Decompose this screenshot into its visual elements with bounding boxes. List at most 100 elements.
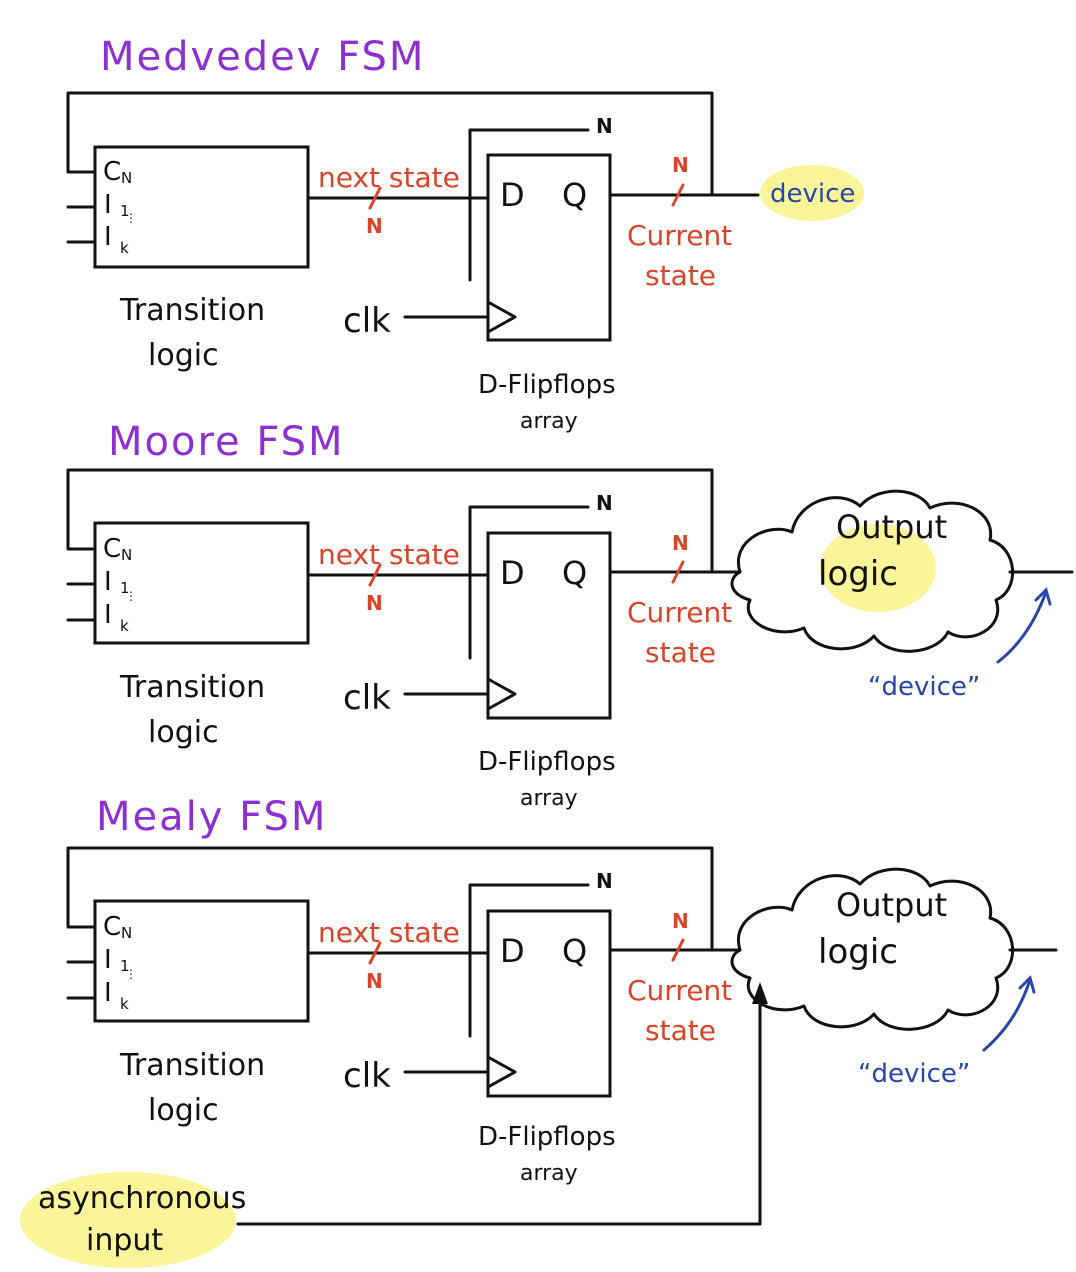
current-state-label-2: state: [645, 636, 716, 669]
transition-logic-label-1: Transition: [119, 1048, 265, 1083]
ff-d-label: D: [500, 176, 525, 214]
async-input-wire: [236, 986, 762, 1226]
ff-label-1: D-Flipflops: [478, 370, 616, 400]
input-c-label: C: [103, 912, 121, 942]
clk-label: clk: [343, 1056, 391, 1096]
bus-slash: [368, 186, 382, 210]
input-i1-label: I: [104, 190, 112, 220]
feedback-wire: [66, 468, 714, 574]
output-logic-highlight: [820, 524, 936, 612]
clock-triangle: [486, 1055, 517, 1089]
device-arrowhead: [1034, 587, 1052, 606]
input-ik-subscript: k: [120, 239, 129, 257]
n-control-wire: [468, 505, 590, 660]
transition-logic-label-2: logic: [148, 338, 219, 373]
current-state-label-1: Current: [627, 219, 732, 252]
medvedev-section: Medvedev FSM C N I 1 I k ⋮ Transition lo…: [66, 34, 864, 434]
input-i1-label: I: [104, 567, 112, 597]
device-arrow: [996, 590, 1048, 664]
output-logic-label-1: Output: [836, 886, 947, 924]
n-control-wire: [468, 128, 590, 282]
input-i1-subscript: 1: [120, 957, 130, 975]
clock-triangle: [486, 677, 517, 711]
input-c-label: C: [103, 157, 121, 187]
transition-logic-label-2: logic: [148, 1093, 219, 1128]
current-state-label-2: state: [645, 1014, 716, 1047]
output-logic-label-2: logic: [818, 932, 898, 972]
device-arrow: [982, 978, 1032, 1052]
clk-label: clk: [343, 678, 391, 718]
flipflop-box: [486, 531, 612, 720]
output-logic-label-2: logic: [818, 554, 898, 594]
device-output-label: “device”: [868, 672, 980, 702]
ff-d-label: D: [500, 932, 525, 970]
bus-width-label: N: [366, 969, 383, 993]
ff-label-1: D-Flipflops: [478, 747, 616, 777]
bus-width-label: N: [366, 214, 383, 238]
output-logic-cloud: [730, 867, 1014, 1031]
input-ik-label: I: [104, 978, 112, 1008]
flipflop-box: [486, 909, 612, 1098]
medvedev-title: Medvedev FSM: [100, 34, 425, 80]
ff-label-1: D-Flipflops: [478, 1122, 616, 1152]
output-logic-cloud: [730, 489, 1014, 653]
ellipsis-dots: ⋮: [125, 589, 137, 603]
clock-triangle: [486, 300, 517, 334]
ff-q-label: Q: [562, 932, 587, 970]
n-control-label: N: [596, 114, 613, 138]
transition-logic-box: [93, 521, 310, 645]
input-ik-label: I: [104, 600, 112, 630]
bus-width-label: N: [366, 591, 383, 615]
input-ik-subscript: k: [120, 995, 129, 1013]
flipflop-box: [486, 153, 612, 342]
bus-slash: [671, 938, 685, 962]
input-c-label: C: [103, 534, 121, 564]
input-i1-subscript: 1: [120, 579, 130, 597]
current-state-label-2: state: [645, 259, 716, 292]
bus-slash: [368, 941, 382, 965]
next-state-label: next state: [318, 161, 460, 194]
transition-logic-label-1: Transition: [119, 293, 265, 328]
transition-logic-label-2: logic: [148, 715, 219, 750]
current-state-label-1: Current: [627, 974, 732, 1007]
ellipsis-dots: ⋮: [125, 211, 137, 225]
async-input-arrowhead: [752, 982, 768, 1004]
bus-slash: [671, 560, 685, 584]
ellipsis-dots: ⋮: [125, 967, 137, 981]
bus-slash: [368, 563, 382, 587]
ff-label-2: array: [520, 1161, 578, 1186]
feedback-wire: [66, 91, 714, 197]
transition-logic-box: [93, 899, 310, 1023]
device-highlight: [760, 165, 864, 221]
feedback-wire: [66, 846, 714, 952]
current-state-label-1: Current: [627, 596, 732, 629]
device-output-label: “device”: [858, 1059, 970, 1089]
input-c-subscript: N: [121, 546, 132, 564]
next-state-label: next state: [318, 538, 460, 571]
bus-width-label: N: [672, 531, 689, 555]
n-control-label: N: [596, 491, 613, 515]
n-control-wire: [468, 883, 590, 1038]
input-i1-label: I: [104, 945, 112, 975]
async-input-label-2: input: [86, 1223, 163, 1258]
input-ik-label: I: [104, 222, 112, 252]
input-c-subscript: N: [121, 924, 132, 942]
ff-d-label: D: [500, 554, 525, 592]
transition-logic-box: [93, 145, 310, 269]
output-logic-label-1: Output: [836, 508, 947, 546]
mealy-section: Mealy FSM C N I 1 I k ⋮ Transition logic…: [20, 794, 1058, 1268]
ff-q-label: Q: [562, 554, 587, 592]
async-input-label-1: asynchronous: [38, 1181, 246, 1216]
transition-logic-label-1: Transition: [119, 670, 265, 705]
bus-width-label: N: [672, 909, 689, 933]
n-control-label: N: [596, 869, 613, 893]
device-arrowhead: [1018, 975, 1036, 994]
input-c-subscript: N: [121, 169, 132, 187]
moore-title: Moore FSM: [108, 419, 345, 465]
ff-label-2: array: [520, 786, 578, 811]
next-state-label: next state: [318, 916, 460, 949]
ff-q-label: Q: [562, 176, 587, 214]
input-ik-subscript: k: [120, 617, 129, 635]
ff-label-2: array: [520, 409, 578, 434]
